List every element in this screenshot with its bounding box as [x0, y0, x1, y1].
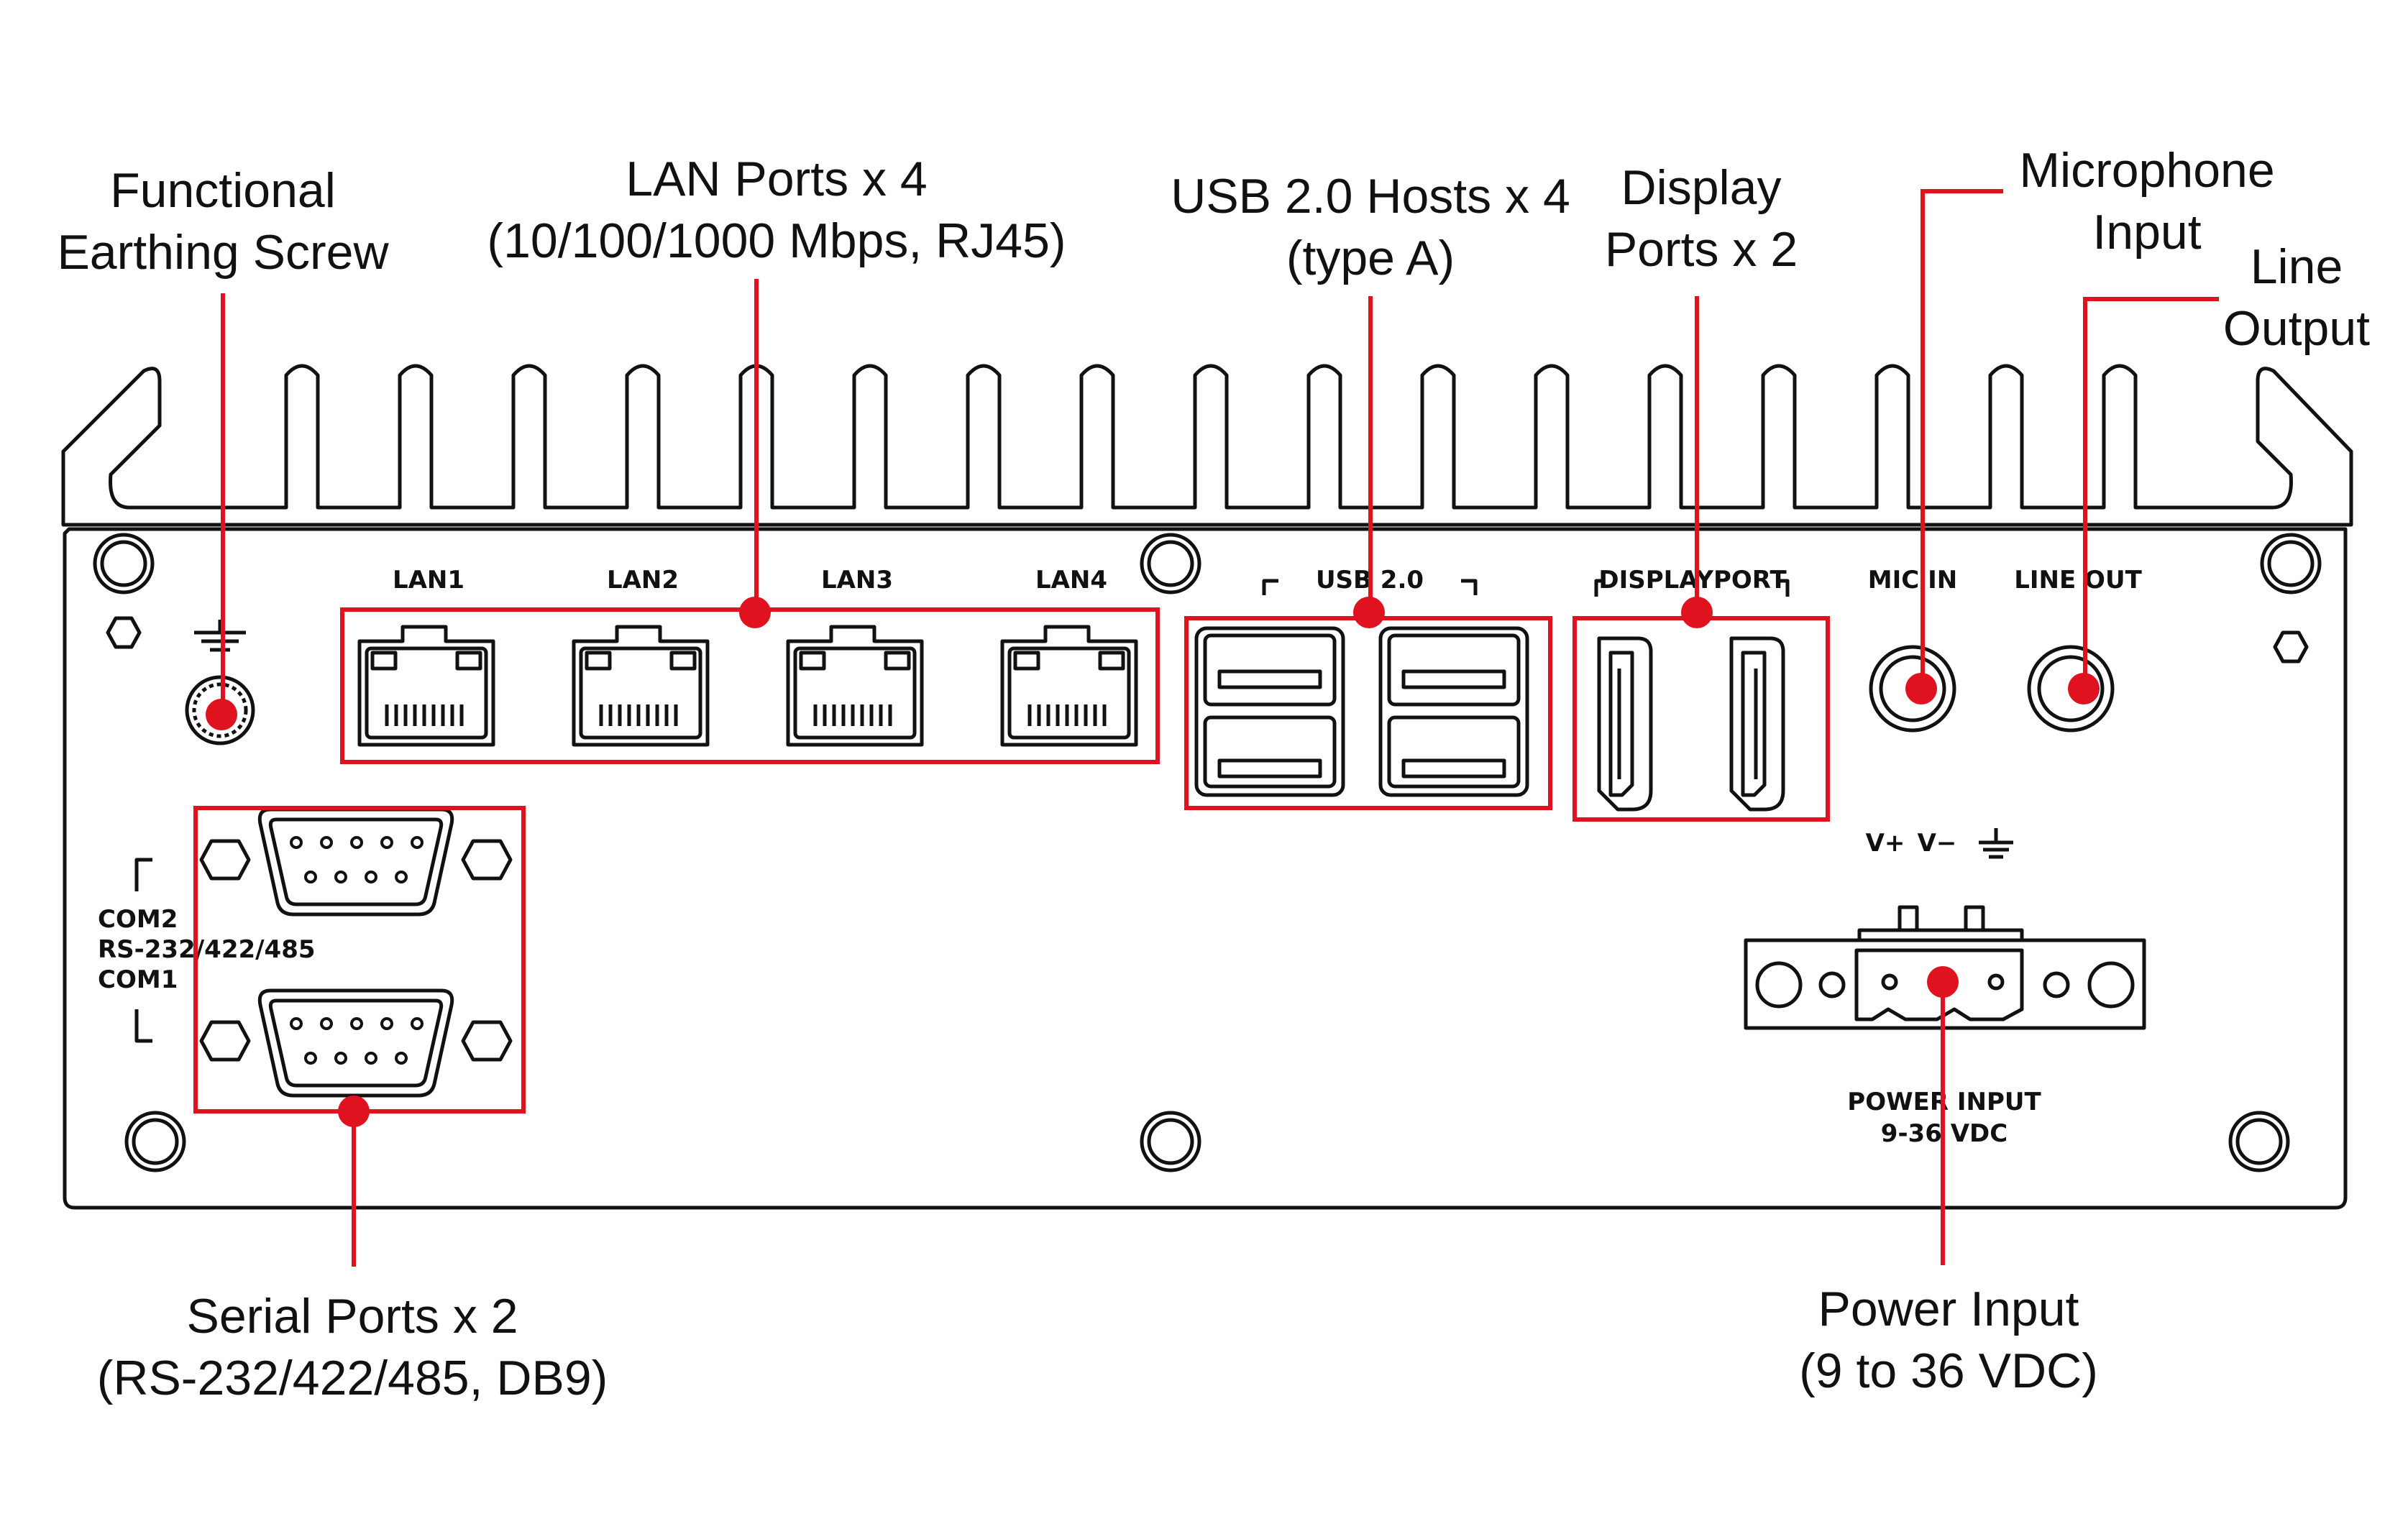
lineout-leader [2083, 297, 2219, 687]
lan-port-1 [357, 625, 495, 747]
usb-port-block [1194, 626, 1529, 797]
usb-bracket [1262, 579, 1478, 595]
power-ground-icon [1979, 828, 2013, 859]
label-com2: COM2 [98, 905, 178, 934]
callout-earthing-screw: Functional Earthing Screw [29, 160, 417, 283]
displayport-dot [1681, 597, 1713, 628]
callout-power-line1: Power Input [1818, 1282, 2079, 1336]
hex-nut-left [106, 616, 142, 649]
callout-earthing-line2: Earthing Screw [57, 225, 389, 280]
screw-bottom-left [124, 1111, 186, 1172]
callout-usb-line2: (type A) [1286, 231, 1455, 285]
callout-lan-line1: LAN Ports x 4 [626, 152, 928, 206]
front-plate [63, 527, 2348, 1210]
displayport-2 [1729, 636, 1785, 812]
displayport-highlight-box [1572, 616, 1830, 822]
lan-port-2 [572, 625, 710, 747]
ground-symbol-icon [194, 620, 246, 652]
callout-microphone-input: Microphone Input [1996, 139, 2298, 263]
screw-bottom-right [2228, 1111, 2290, 1172]
hex-nut-right [2273, 630, 2309, 664]
serial-dot [338, 1096, 370, 1127]
usb-dot [1353, 597, 1385, 628]
callout-display-ports: Display Ports x 2 [1579, 157, 1823, 280]
power-dot [1927, 966, 1959, 998]
label-mic-in: MIC IN [1868, 566, 1957, 594]
callout-usb-hosts: USB 2.0 Hosts x 4 (type A) [1112, 165, 1629, 289]
callout-lineout-line2: Output [2222, 301, 2371, 356]
db9-com1 [199, 988, 513, 1098]
callout-usb-line1: USB 2.0 Hosts x 4 [1171, 169, 1570, 224]
lan-dot [739, 597, 771, 628]
callout-lan-ports: LAN Ports x 4 (10/100/1000 Mbps, RJ45) [453, 148, 1100, 272]
displayport-1 [1597, 636, 1653, 812]
lan-port-3 [786, 625, 924, 747]
screw-top-center [1140, 533, 1201, 594]
lineout-dot [2068, 673, 2100, 704]
label-v-minus: V− [1918, 829, 1957, 858]
mic-leader [1921, 189, 2003, 687]
callout-display-line2: Ports x 2 [1604, 222, 1798, 277]
callout-serial-ports: Serial Ports x 2 (RS-232/422/485, DB9) [58, 1285, 647, 1409]
callout-power-input: Power Input (9 to 36 VDC) [1740, 1278, 2157, 1402]
db9-pins [290, 836, 424, 1065]
usb-highlight-box [1184, 616, 1552, 810]
line-out-jack [2027, 645, 2115, 733]
callout-mic-line2: Input [2092, 205, 2202, 260]
callout-lineout-line1: Line [2250, 239, 2343, 294]
callout-lan-line2: (10/100/1000 Mbps, RJ45) [487, 213, 1066, 268]
displayport-bracket [1594, 579, 1790, 597]
callout-mic-line1: Microphone [2019, 143, 2275, 198]
mic-in-jack [1869, 645, 1956, 733]
screw-bottom-center [1140, 1111, 1201, 1172]
heatsink-fins [61, 364, 2353, 527]
callout-serial-line2: (RS-232/422/485, DB9) [96, 1351, 608, 1405]
callout-display-line1: Display [1621, 160, 1782, 215]
callout-power-line2: (9 to 36 VDC) [1799, 1344, 2098, 1398]
label-rs: RS-232/422/485 [98, 935, 316, 964]
callout-earthing-line1: Functional [110, 163, 336, 218]
label-lan4: LAN4 [1035, 566, 1107, 594]
callout-line-output: Line Output [2189, 236, 2404, 359]
label-com1: COM1 [98, 965, 178, 994]
earthing-dot [206, 699, 237, 730]
lan-port-4 [1000, 625, 1138, 747]
label-v-plus: V+ [1866, 829, 1905, 858]
screw-top-left [93, 533, 155, 594]
callout-serial-line1: Serial Ports x 2 [186, 1289, 518, 1344]
mic-dot [1905, 673, 1937, 704]
db9-com2 [199, 807, 513, 917]
label-line-out: LINE OUT [2014, 566, 2142, 594]
com-bracket [134, 858, 152, 1043]
label-lan2: LAN2 [607, 566, 679, 594]
label-displayport: DISPLAYPORT [1598, 566, 1787, 594]
label-lan3: LAN3 [821, 566, 893, 594]
screw-top-right [2260, 533, 2322, 594]
label-lan1: LAN1 [393, 566, 464, 594]
earthing-screw [185, 675, 255, 745]
